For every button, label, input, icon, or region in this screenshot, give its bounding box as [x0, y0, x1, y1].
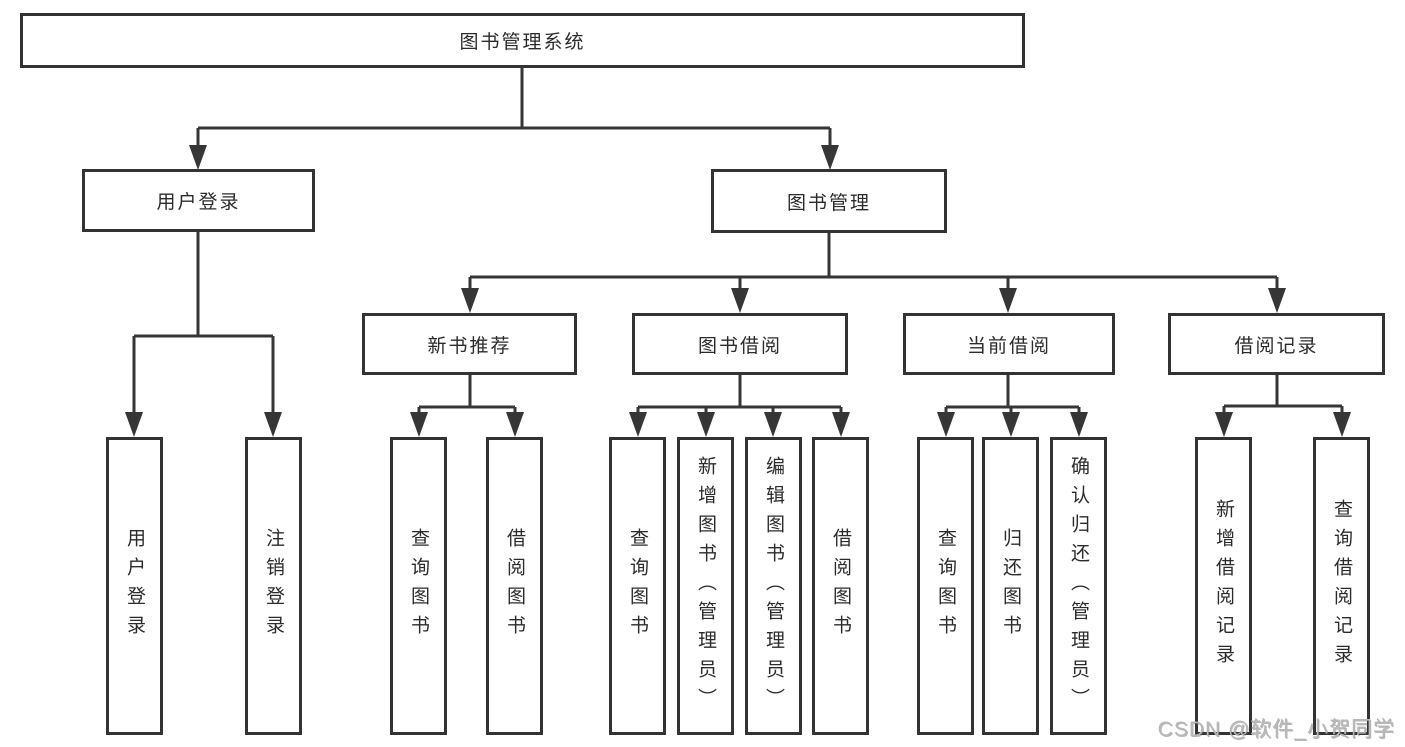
leaf-borrow-books-2: 借阅图书 [812, 437, 869, 735]
csdn-watermark: CSDN @软件_小贺同学 [1157, 718, 1395, 741]
node-user-login-label: 用户登录 [156, 192, 241, 213]
leaf-add-books-admin: 新增图书（管理员） [677, 437, 734, 735]
node-new-book-recommend-label: 新书推荐 [427, 335, 512, 357]
node-new-book-recommend: 新书推荐 [362, 313, 577, 375]
leaf-query-books-2-label: 查询图书 [627, 528, 648, 644]
leaf-return-books-label: 归还图书 [1000, 528, 1021, 644]
leaf-confirm-return-admin: 确认归还（管理员） [1050, 437, 1107, 735]
leaf-query-books-3: 查询图书 [917, 437, 974, 735]
leaf-query-books-3-label: 查询图书 [935, 528, 956, 644]
leaf-logout-label: 注销登录 [263, 528, 284, 644]
leaf-add-borrow-record-label: 新增借阅记录 [1213, 499, 1234, 673]
leaf-add-books-admin-label: 新增图书（管理员） [695, 455, 716, 717]
leaf-query-books-1: 查询图书 [390, 437, 447, 735]
leaf-borrow-books-2-label: 借阅图书 [830, 528, 851, 644]
leaf-borrow-books-1-label: 借阅图书 [504, 528, 525, 644]
leaf-edit-books-admin-label: 编辑图书（管理员） [763, 455, 784, 717]
leaf-query-books-1-label: 查询图书 [408, 528, 429, 644]
leaf-confirm-return-admin-label: 确认归还（管理员） [1068, 455, 1089, 717]
node-book-borrow: 图书借阅 [632, 313, 848, 375]
node-user-login: 用户登录 [82, 169, 315, 232]
node-borrow-records: 借阅记录 [1168, 313, 1385, 375]
leaf-borrow-books-1: 借阅图书 [486, 437, 543, 735]
node-book-management: 图书管理 [711, 169, 947, 233]
node-book-management-label: 图书管理 [786, 192, 871, 214]
leaf-return-books: 归还图书 [982, 437, 1039, 735]
arrowhead-icons [125, 145, 1351, 437]
leaf-user-login: 用户登录 [106, 437, 163, 735]
leaf-query-borrow-record-label: 查询借阅记录 [1331, 499, 1352, 673]
leaf-add-borrow-record: 新增借阅记录 [1195, 437, 1252, 735]
node-current-borrow-label: 当前借阅 [966, 335, 1051, 357]
node-book-borrow-label: 图书借阅 [697, 335, 782, 357]
leaf-query-books-2: 查询图书 [609, 437, 666, 735]
node-library-system-label: 图书管理系统 [459, 32, 586, 53]
node-borrow-records-label: 借阅记录 [1234, 335, 1319, 357]
node-current-borrow: 当前借阅 [903, 313, 1115, 375]
leaf-user-login-label: 用户登录 [124, 528, 145, 644]
leaf-edit-books-admin: 编辑图书（管理员） [745, 437, 802, 735]
leaf-query-borrow-record: 查询借阅记录 [1313, 437, 1370, 735]
leaf-logout: 注销登录 [245, 437, 302, 735]
node-library-system: 图书管理系统 [20, 13, 1025, 68]
